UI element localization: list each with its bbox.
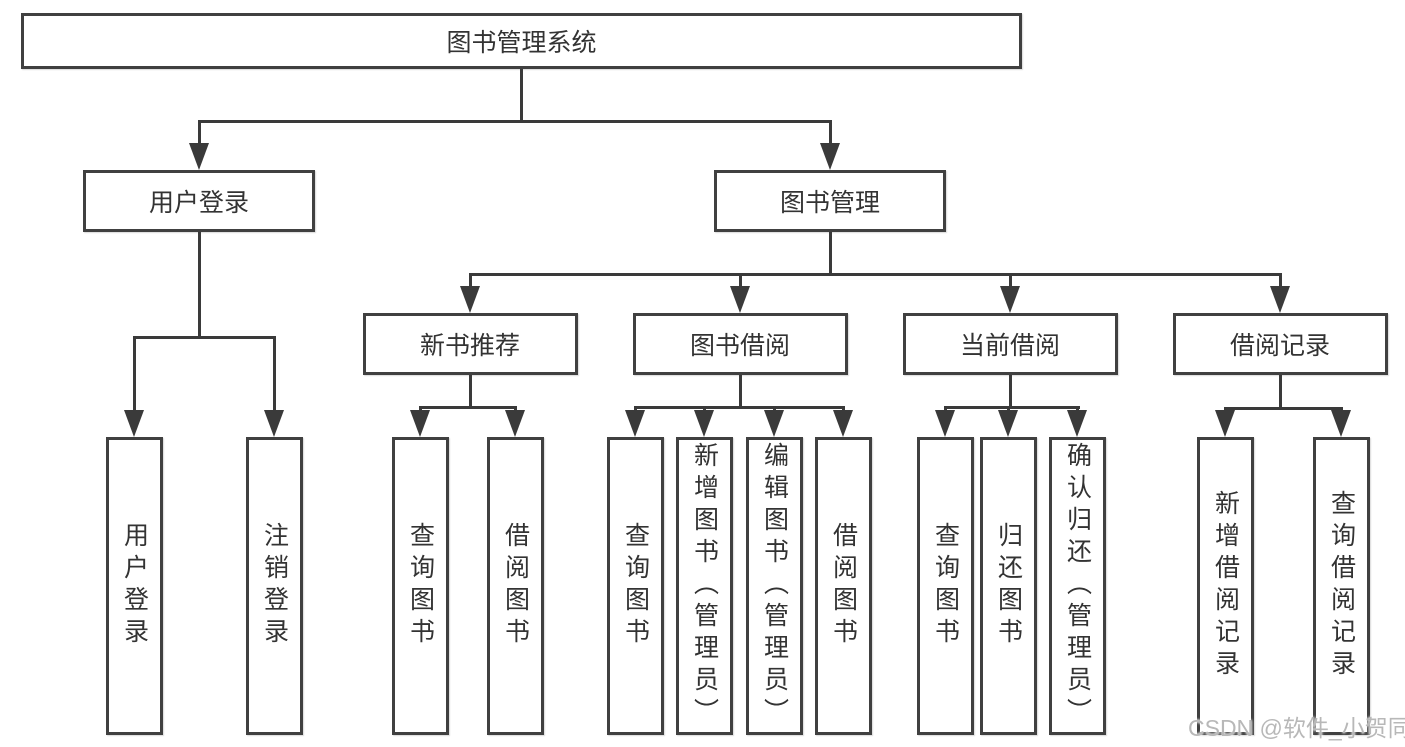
arrowhead-leaf-query-books-borrowing [625, 410, 645, 437]
leaf-query-books-recommend-label: 查询图书 [406, 522, 435, 650]
leaf-query-books-current: 查询图书 [916, 437, 974, 735]
leaf-confirm-return-admin-label: 确认归还（管理员） [1063, 442, 1092, 730]
leaf-borrow-books: 借阅图书 [814, 437, 872, 735]
connector-drop [468, 273, 472, 289]
connector-drop [272, 336, 276, 413]
arrowhead-leaf-user-login [124, 410, 144, 437]
node-library-management-system: 图书管理系统 [21, 13, 1022, 69]
node-book-borrowing: 图书借阅 [632, 313, 848, 375]
leaf-query-borrow-record: 查询借阅记录 [1312, 437, 1370, 735]
connector-records-rail [1223, 407, 1343, 410]
leaf-add-books-admin: 新增图书（管理员） [675, 437, 733, 735]
connector-user-login-stem [197, 232, 201, 336]
leaf-return-books-label: 归还图书 [994, 522, 1023, 650]
leaf-query-books-current-label: 查询图书 [931, 522, 960, 650]
leaf-user-login-label: 用户登录 [120, 522, 149, 650]
arrowhead-leaf-return-books [998, 410, 1018, 437]
connector-drop [1278, 273, 1282, 289]
leaf-query-books-recommend: 查询图书 [391, 437, 449, 735]
leaf-add-books-admin-label: 新增图书（管理员） [690, 442, 719, 730]
connector-book-mgmt-rail [468, 273, 1282, 276]
connector-records-stem [1278, 375, 1282, 407]
connector-drop [943, 406, 947, 413]
connector-drop [738, 273, 742, 289]
connector-drop [513, 406, 517, 413]
arrowhead-leaf-query-borrow-record [1331, 410, 1351, 437]
node-borrowing-records: 借阅记录 [1172, 313, 1388, 375]
arrowhead-leaf-query-books-recommend [410, 410, 430, 437]
arrowhead-current-borrowing [1000, 286, 1020, 313]
leaf-query-books-borrowing-label: 查询图书 [621, 522, 650, 650]
leaf-user-login: 用户登录 [105, 437, 163, 735]
connector-recommend-rail [418, 406, 517, 409]
connector-drop [828, 120, 832, 146]
connector-drop [1075, 406, 1079, 413]
leaf-query-borrow-record-label: 查询借阅记录 [1327, 490, 1356, 682]
leaf-add-borrow-record: 新增借阅记录 [1196, 437, 1254, 735]
csdn-watermark: CSDN @软件_小贺同学 [1188, 715, 1405, 741]
connector-root-stem [519, 69, 523, 120]
connector-drop [841, 406, 845, 413]
connector-current-rail [943, 406, 1080, 409]
leaf-logout: 注销登录 [245, 437, 303, 735]
arrowhead-new-book-recommendation [460, 286, 480, 313]
connector-book-mgmt-stem [828, 232, 832, 273]
connector-drop [702, 406, 706, 413]
arrowhead-leaf-add-borrow-record [1215, 410, 1235, 437]
connector-drop [132, 336, 136, 413]
arrowhead-leaf-query-books-current [935, 410, 955, 437]
arrowhead-leaf-logout [264, 410, 284, 437]
arrowhead-borrowing-records [1270, 286, 1290, 313]
arrowhead-leaf-add-books-admin [694, 410, 714, 437]
connector-drop [1008, 273, 1012, 289]
connector-root-rail [197, 120, 832, 123]
connector-borrowing-stem [738, 375, 742, 406]
leaf-query-books-borrowing: 查询图书 [606, 437, 664, 735]
connector-drop [772, 406, 776, 413]
connector-borrowing-rail [633, 406, 845, 409]
connector-drop [197, 120, 201, 146]
leaf-edit-books-admin: 编辑图书（管理员） [745, 437, 803, 735]
node-new-book-recommendation: 新书推荐 [362, 313, 578, 375]
arrowhead-leaf-borrow-books-recommend [505, 410, 525, 437]
connector-drop [1006, 406, 1010, 413]
node-current-borrowing: 当前借阅 [902, 313, 1118, 375]
leaf-add-borrow-record-label: 新增借阅记录 [1211, 490, 1240, 682]
arrowhead-leaf-edit-books-admin [764, 410, 784, 437]
leaf-edit-books-admin-label: 编辑图书（管理员） [760, 442, 789, 730]
connector-recommend-stem [468, 375, 472, 406]
arrowhead-leaf-borrow-books [833, 410, 853, 437]
arrowhead-book-management [820, 143, 840, 170]
connector-current-stem [1008, 375, 1012, 406]
leaf-borrow-books-recommend-label: 借阅图书 [501, 522, 530, 650]
leaf-borrow-books-label: 借阅图书 [829, 522, 858, 650]
connector-drop [633, 406, 637, 413]
connector-drop [418, 406, 422, 413]
node-book-management: 图书管理 [714, 170, 946, 232]
arrowhead-leaf-confirm-return-admin [1067, 410, 1087, 437]
arrowhead-user-login [189, 143, 209, 170]
connector-user-login-rail [132, 336, 276, 339]
leaf-borrow-books-recommend: 借阅图书 [486, 437, 544, 735]
leaf-return-books: 归还图书 [979, 437, 1037, 735]
arrowhead-book-borrowing [730, 286, 750, 313]
node-user-login: 用户登录 [83, 170, 315, 232]
leaf-confirm-return-admin: 确认归还（管理员） [1048, 437, 1106, 735]
leaf-logout-label: 注销登录 [260, 522, 289, 650]
